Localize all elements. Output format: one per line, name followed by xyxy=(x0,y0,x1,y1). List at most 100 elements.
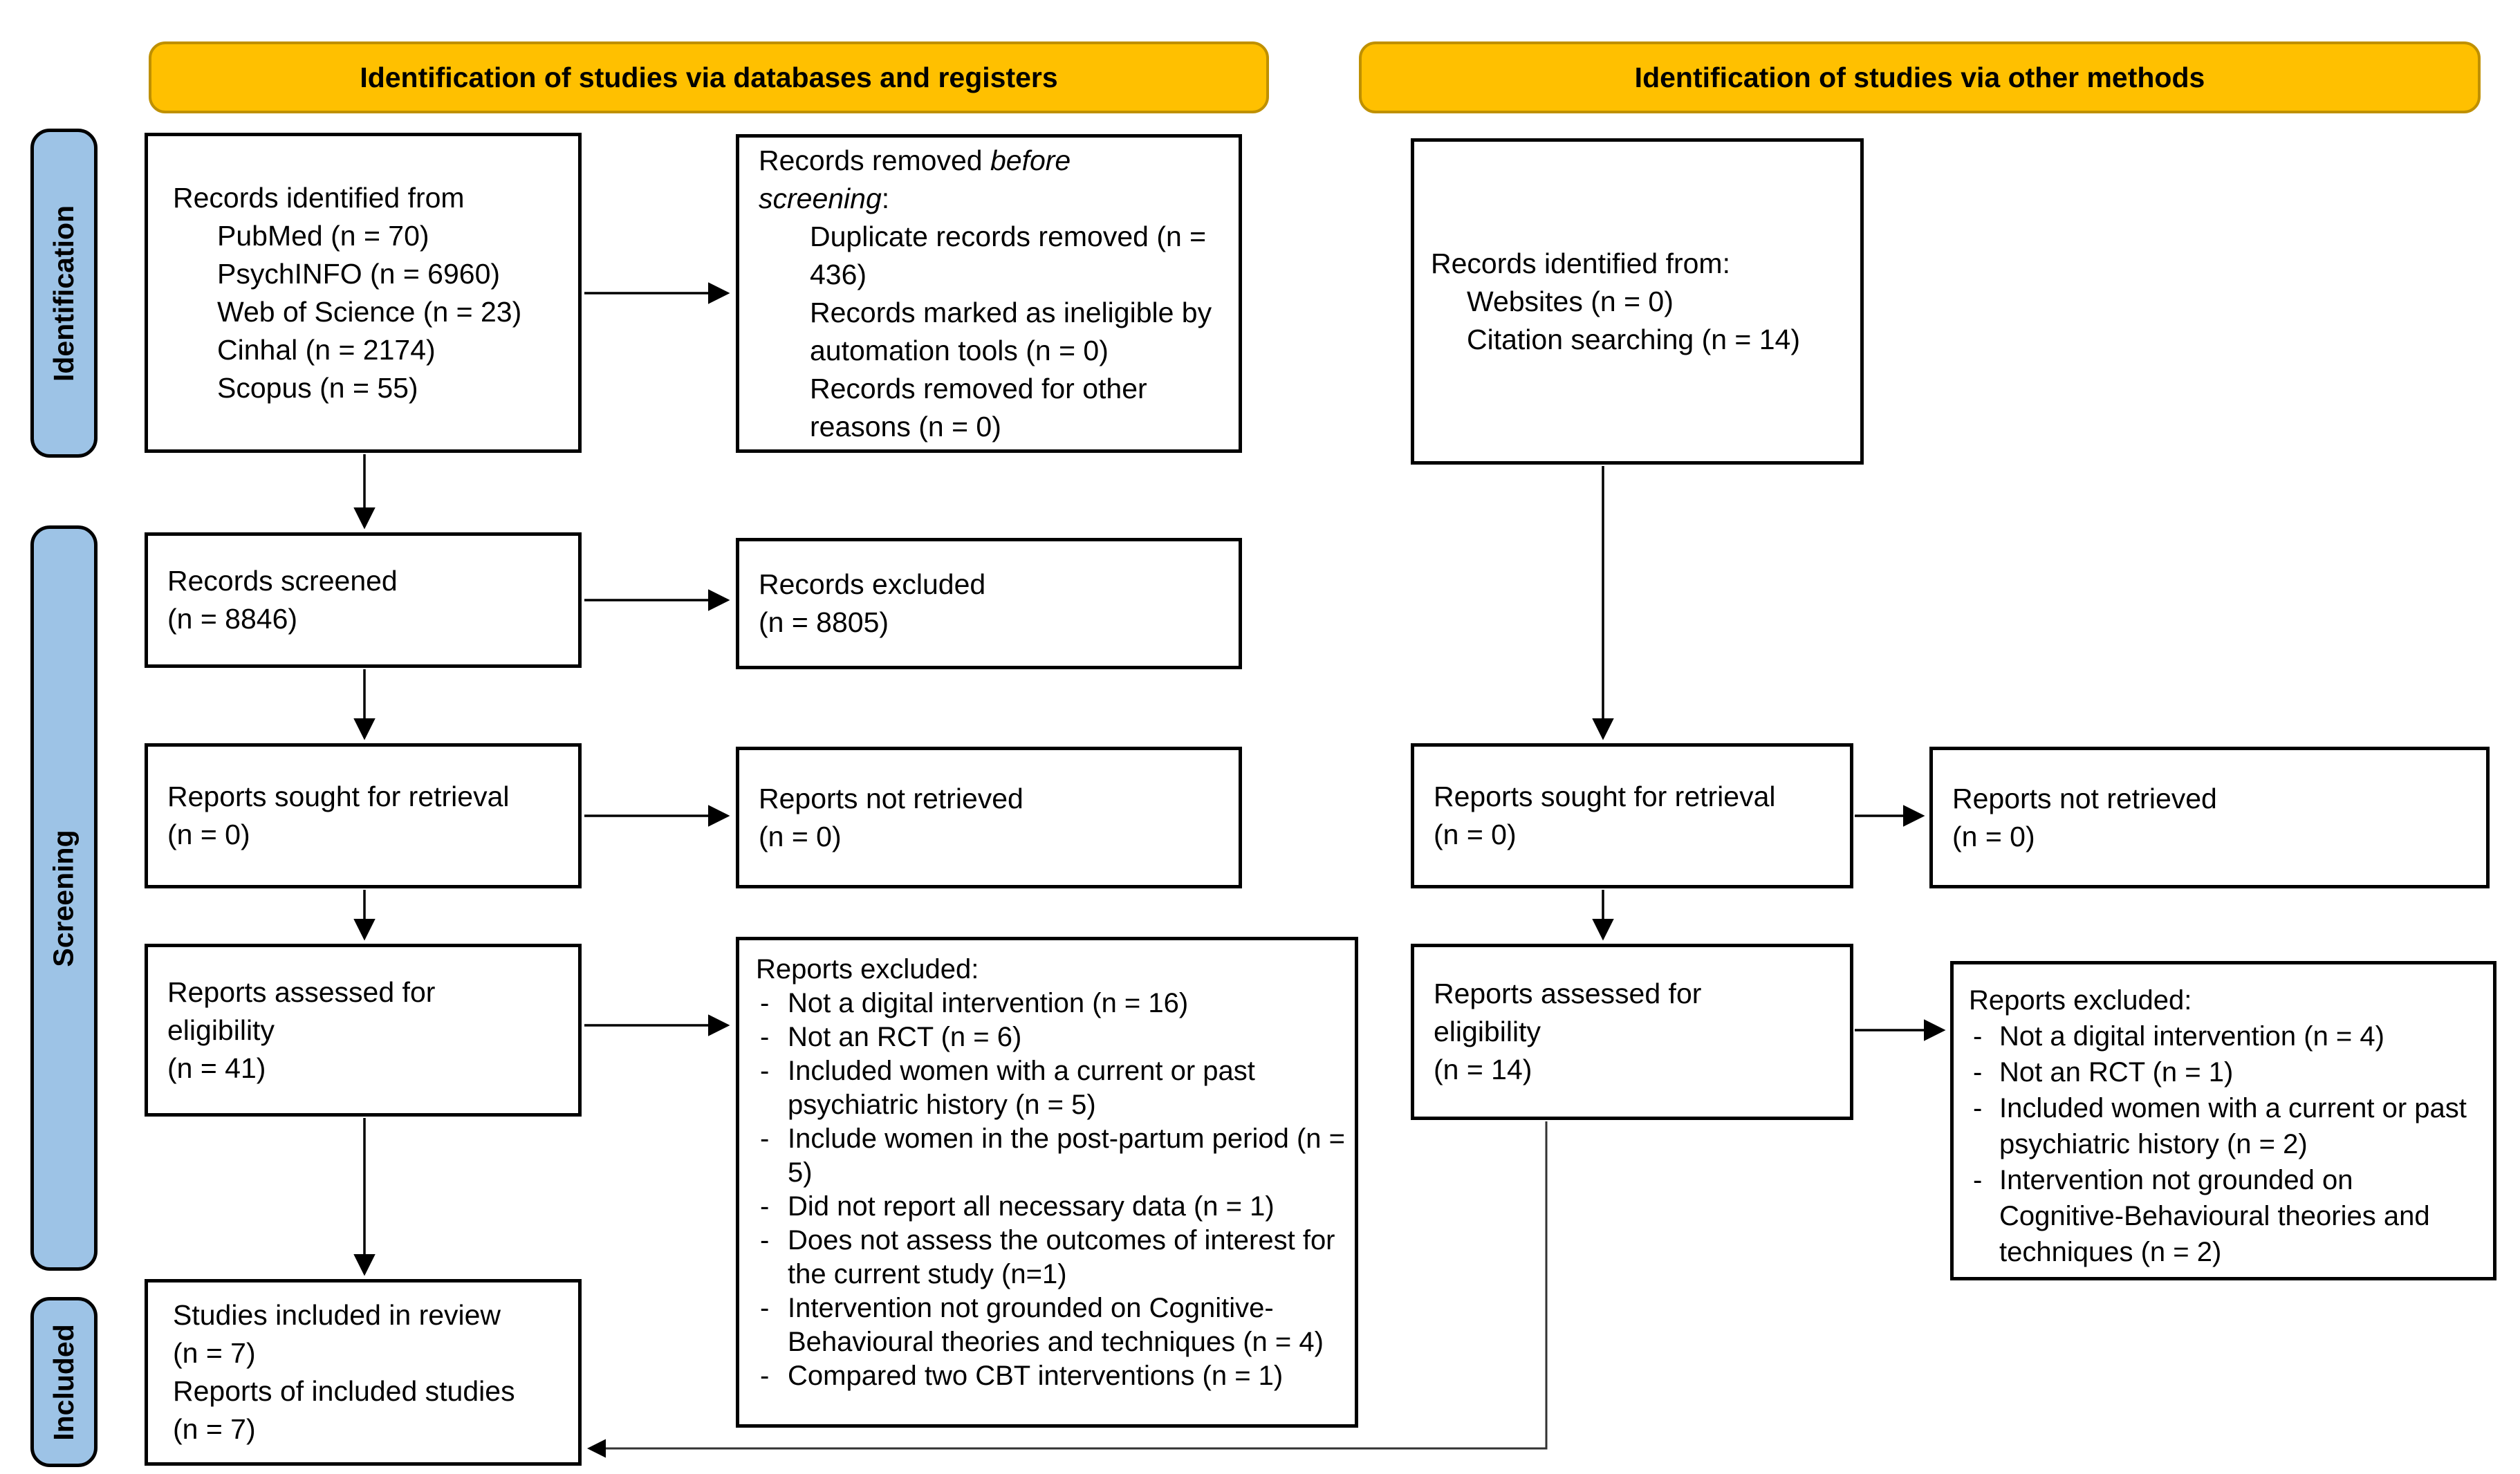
box-reports-sought-other: Reports sought for retrieval (n = 0) xyxy=(1411,743,1853,888)
removed-reason: Duplicate records removed (n = 436) xyxy=(810,220,1207,290)
excluded-reason: Include women in the post-partum period … xyxy=(756,1122,1345,1190)
reports-assessed-db-line: Reports assessed for xyxy=(167,976,436,1008)
studies-included-lines: Studies included in review (n = 7) Reports… xyxy=(173,1296,567,1448)
excluded-reason-text: Intervention not grounded on Cognitive-B… xyxy=(788,1293,1324,1357)
box-records-identified-db: Records identified from PubMed (n = 70)P… xyxy=(145,133,582,453)
excluded-reason-text: Not an RCT (n = 6) xyxy=(788,1022,1022,1052)
other-source-count: Citation searching (n = 14) xyxy=(1467,323,1801,355)
arrow-other-assessed-to-included xyxy=(587,1121,1548,1458)
reports-not-retrieved-other-line: (n = 0) xyxy=(1952,820,2035,852)
reports-not-retrieved-db-lines: Reports not retrieved(n = 0) xyxy=(759,780,1227,856)
box-studies-included: Studies included in review (n = 7) Reports… xyxy=(145,1279,582,1466)
stage-identification: Identification xyxy=(30,129,98,458)
header-databases-registers: Identification of studies via databases … xyxy=(149,41,1269,113)
studies-included-line: (n = 7) xyxy=(173,1413,256,1445)
excluded-reason: Not a digital intervention (n = 16) xyxy=(756,987,1345,1020)
excluded-reason: Included women with a current or past ps… xyxy=(1969,1090,2483,1162)
excluded-reason: Intervention not grounded on Cognitive-B… xyxy=(756,1291,1345,1359)
stage-screening-label: Screening xyxy=(48,829,80,967)
reports-not-retrieved-db-line: Reports not retrieved xyxy=(759,782,1023,814)
box-reports-excluded-db: Reports excluded: Not a digital interven… xyxy=(736,937,1358,1428)
stage-identification-label: Identification xyxy=(48,205,80,382)
studies-included-line: Studies included in review xyxy=(173,1299,501,1331)
reports-excluded-db-list: Not a digital intervention (n = 16) Not a… xyxy=(756,987,1345,1393)
box-records-removed: Records removed before screening: Duplic… xyxy=(736,134,1242,453)
reports-assessed-db-lines: Reports assessed for eligibility (n = 41) xyxy=(167,973,567,1088)
excluded-reason-text: Does not assess the outcomes of interest… xyxy=(788,1225,1335,1289)
box-records-identified-other: Records identified from: Websites (n = 0… xyxy=(1411,138,1864,465)
database-count: Web of Science (n = 23) xyxy=(217,295,522,328)
reports-assessed-other-line: eligibility xyxy=(1434,1016,1541,1047)
header-databases-registers-label: Identification of studies via databases … xyxy=(360,61,1058,93)
box-reports-excluded-other: Reports excluded: Not a digital interven… xyxy=(1950,961,2496,1280)
database-count: Scopus (n = 55) xyxy=(217,371,418,404)
removed-reason: Records marked as ineligible by automati… xyxy=(810,296,1212,366)
records-excluded-line: (n = 8805) xyxy=(759,606,889,638)
stage-included-label: Included xyxy=(48,1323,80,1441)
database-count: PsychINFO (n = 6960) xyxy=(217,257,501,290)
database-count: Cinhal (n = 2174) xyxy=(217,333,436,366)
box-reports-not-retrieved-other: Reports not retrieved (n = 0) xyxy=(1929,747,2490,888)
reports-excluded-other-title: Reports excluded: xyxy=(1969,985,2192,1016)
excluded-reason-text: Compared two CBT interventions (n = 1) xyxy=(788,1361,1284,1391)
excluded-reason-text: Did not report all necessary data (n = 1… xyxy=(788,1191,1275,1222)
excluded-reason-text: Included women with a current or past ps… xyxy=(788,1056,1255,1120)
excluded-reason-text: Not a digital intervention (n = 16) xyxy=(788,988,1189,1018)
records-removed-list: Duplicate records removed (n = 436)Recor… xyxy=(759,218,1227,446)
reports-assessed-other-lines: Reports assessed for eligibility (n = 14) xyxy=(1434,975,1839,1089)
excluded-reason: Intervention not grounded on Cognitive-B… xyxy=(1969,1162,2483,1270)
other-source-count: Websites (n = 0) xyxy=(1467,285,1674,317)
box-records-screened: Records screened (n = 8846) xyxy=(145,532,582,668)
reports-not-retrieved-other-line: Reports not retrieved xyxy=(1952,782,2217,814)
reports-assessed-other-line: Reports assessed for xyxy=(1434,978,1702,1009)
excluded-reason-text: Not a digital intervention (n = 4) xyxy=(1999,1021,2384,1052)
box-records-excluded: Records excluded(n = 8805) xyxy=(736,538,1242,669)
box-reports-not-retrieved-db: Reports not retrieved(n = 0) xyxy=(736,747,1242,888)
reports-excluded-db-title: Reports excluded: xyxy=(756,954,979,985)
records-screened-lines: Records screened (n = 8846) xyxy=(167,562,567,638)
excluded-reason: Included women with a current or past ps… xyxy=(756,1054,1345,1122)
excluded-reason-text: Included women with a current or past ps… xyxy=(1999,1093,2467,1159)
stage-screening: Screening xyxy=(30,525,98,1271)
reports-sought-other-line: Reports sought for retrieval xyxy=(1434,781,1776,812)
excluded-reason: Did not report all necessary data (n = 1… xyxy=(756,1190,1345,1224)
header-other-methods-label: Identification of studies via other meth… xyxy=(1634,61,2205,93)
reports-sought-other-line: (n = 0) xyxy=(1434,819,1517,850)
excluded-reason: Not an RCT (n = 6) xyxy=(756,1020,1345,1054)
records-excluded-lines: Records excluded(n = 8805) xyxy=(759,566,1227,642)
records-screened-line: Records screened xyxy=(167,565,398,597)
reports-not-retrieved-other-lines: Reports not retrieved (n = 0) xyxy=(1952,780,2475,856)
header-other-methods: Identification of studies via other meth… xyxy=(1359,41,2481,113)
records-removed-title-normal: Records removed xyxy=(759,144,990,176)
box-records-removed-title: Records removed before screening: xyxy=(759,142,1187,218)
stage-included: Included xyxy=(30,1297,98,1467)
reports-assessed-other-line: (n = 14) xyxy=(1434,1054,1532,1085)
excluded-reason: Compared two CBT interventions (n = 1) xyxy=(756,1359,1345,1393)
excluded-reason-text: Intervention not grounded on Cognitive-B… xyxy=(1999,1165,2430,1267)
excluded-reason: Does not assess the outcomes of interest… xyxy=(756,1224,1345,1291)
excluded-reason: Not an RCT (n = 1) xyxy=(1969,1054,2483,1090)
reports-assessed-db-line: eligibility xyxy=(167,1014,275,1046)
box-reports-sought-db: Reports sought for retrieval (n = 0) xyxy=(145,743,582,888)
removed-reason: Records removed for other reasons (n = 0… xyxy=(810,372,1147,442)
reports-sought-db-line: Reports sought for retrieval xyxy=(167,781,510,812)
reports-assessed-db-line: (n = 41) xyxy=(167,1052,266,1084)
excluded-reason-text: Include women in the post-partum period … xyxy=(788,1123,1345,1188)
box-records-identified-other-title: Records identified from: xyxy=(1431,247,1730,279)
reports-excluded-other-list: Not a digital intervention (n = 4) Not an… xyxy=(1969,1018,2483,1270)
database-count: PubMed (n = 70) xyxy=(217,219,429,252)
excluded-reason: Not a digital intervention (n = 4) xyxy=(1969,1018,2483,1054)
box-reports-assessed-other: Reports assessed for eligibility (n = 14) xyxy=(1411,944,1853,1120)
reports-sought-other-lines: Reports sought for retrieval (n = 0) xyxy=(1434,778,1839,854)
records-screened-line: (n = 8846) xyxy=(167,603,298,635)
studies-included-line: Reports of included studies xyxy=(173,1375,515,1407)
records-removed-title-colon: : xyxy=(881,182,890,214)
studies-included-line: (n = 7) xyxy=(173,1337,256,1369)
records-removed-title-italic: before screening xyxy=(759,144,1071,214)
excluded-reason-text: Not an RCT (n = 1) xyxy=(1999,1057,2234,1088)
reports-sought-db-line: (n = 0) xyxy=(167,819,250,850)
records-identified-other-list: Websites (n = 0) Citation searching (n = … xyxy=(1431,283,1853,359)
records-identified-db-list: PubMed (n = 70) PsychINFO (n = 6960) Web o… xyxy=(173,217,567,407)
